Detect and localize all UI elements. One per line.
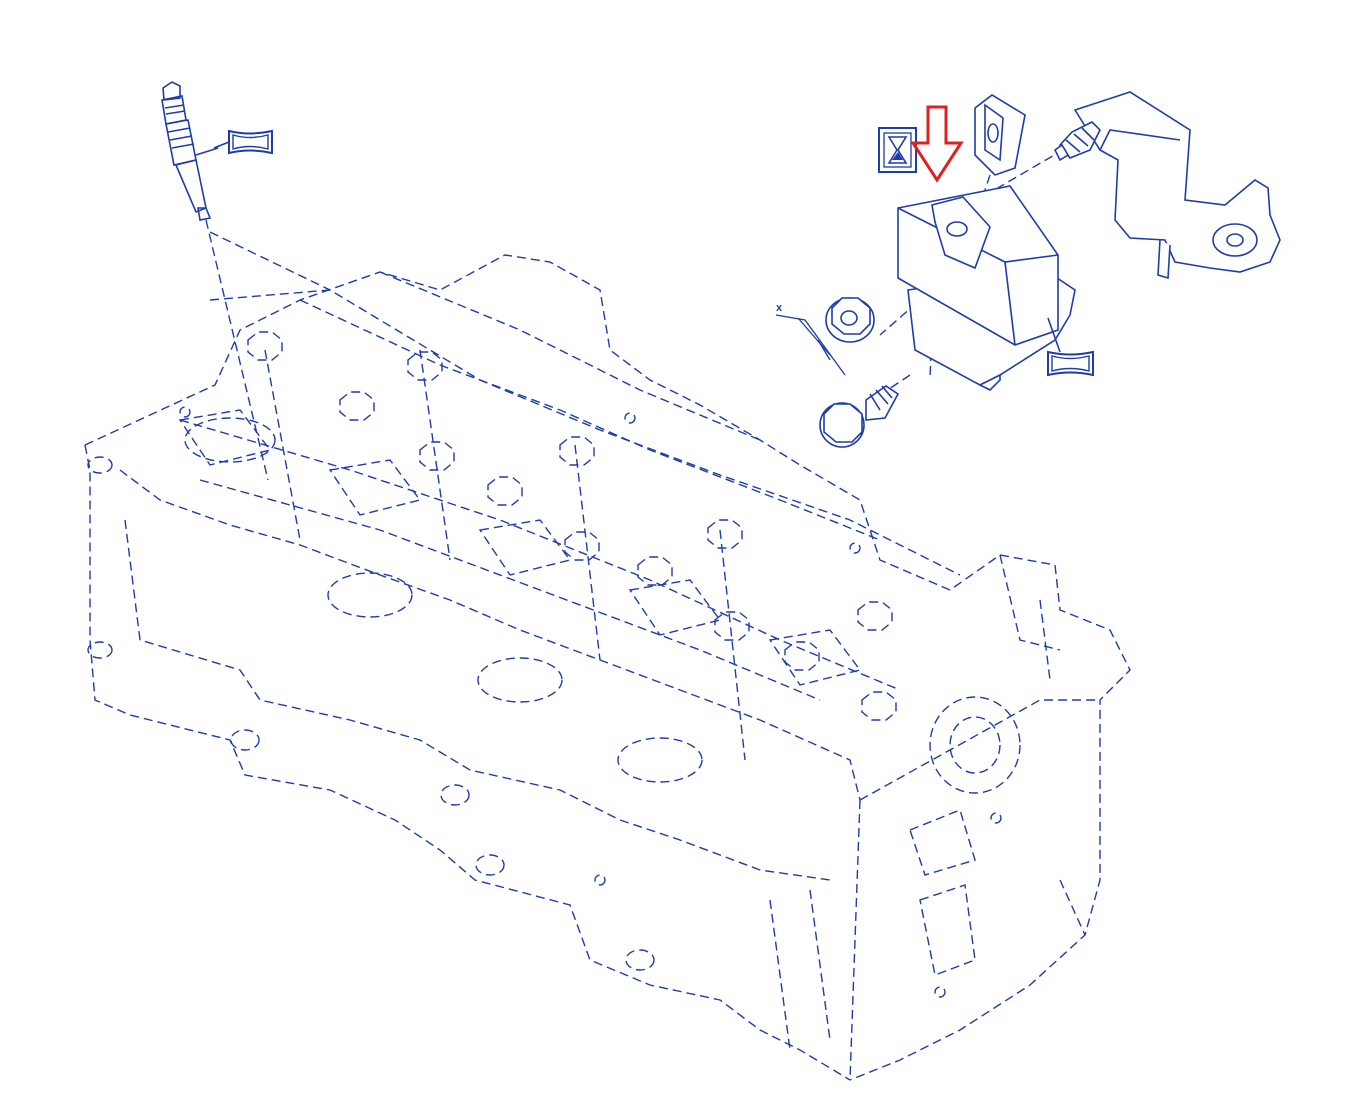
head-bolt	[784, 641, 820, 671]
preheat-module	[897, 185, 1076, 391]
glow-plug-leader-line	[205, 219, 269, 481]
glow-plug	[161, 81, 219, 221]
clearance-label: x	[776, 302, 783, 314]
head-bolt	[487, 476, 523, 506]
head-bolts	[179, 331, 1002, 998]
mounting-bracket	[1073, 91, 1281, 280]
stud	[1053, 121, 1101, 162]
head-bolt	[637, 556, 673, 586]
flange-bolt	[819, 385, 900, 448]
head-bolt	[559, 436, 595, 466]
hourglass-icon	[878, 127, 917, 173]
head-bolt	[407, 351, 443, 381]
head-bolt	[247, 331, 283, 361]
head-bolt	[339, 391, 375, 421]
clearance-dimension: x	[775, 302, 846, 376]
head-bolt	[419, 441, 455, 471]
head-bolt	[707, 519, 743, 549]
retaining-clip	[974, 94, 1026, 176]
glow-plug-leader-line	[209, 231, 331, 291]
down-arrow-icon	[910, 105, 964, 183]
rectangle-symbol-icon	[1047, 317, 1094, 377]
head-bolt	[564, 531, 600, 561]
head-bolt	[861, 691, 897, 721]
head-bolt	[857, 601, 893, 631]
flange-nut	[825, 297, 875, 343]
rectangle-symbol-icon	[213, 129, 273, 155]
head-bolt	[714, 611, 750, 641]
